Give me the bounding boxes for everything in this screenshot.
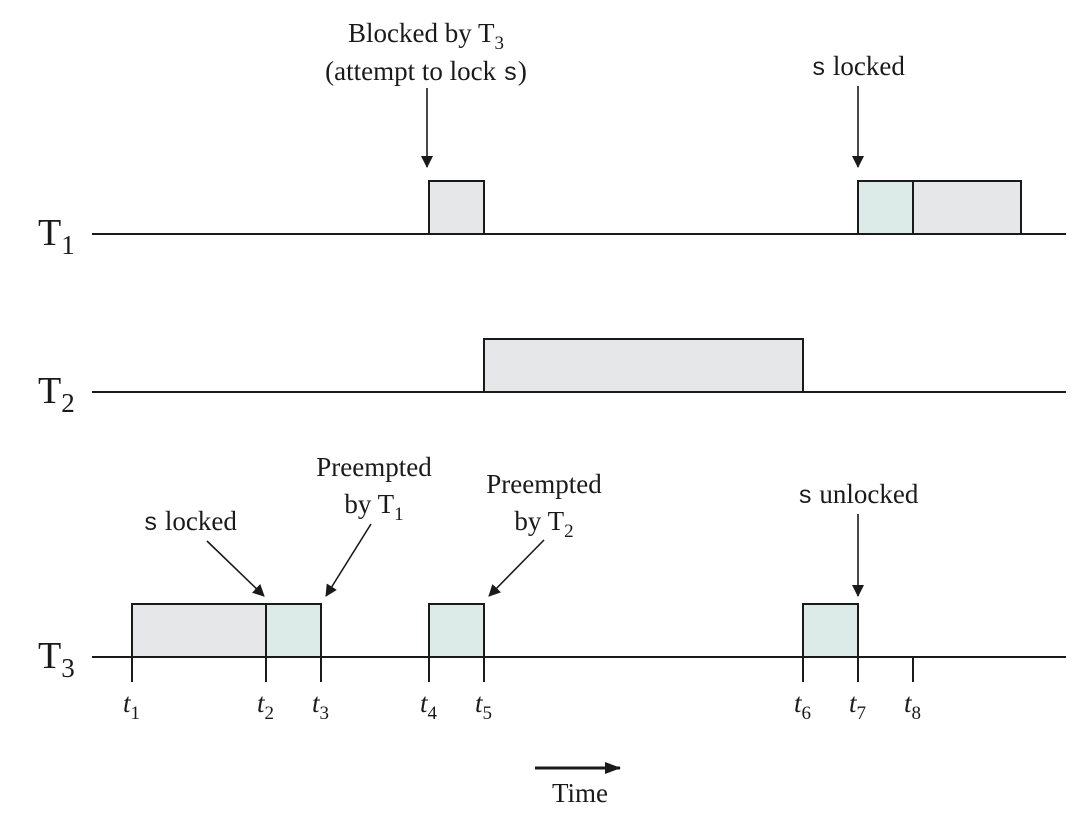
- tick-label-t3: t3: [312, 688, 329, 724]
- t3-s-locked-arrow: [206, 540, 265, 597]
- tick-label-t2: t2: [257, 688, 274, 724]
- preempted-by-t2-line2: by T2: [514, 506, 573, 542]
- t1-normal-segment-t8-end: [912, 180, 1022, 235]
- preempted-by-t1-line1: Preempted: [316, 452, 432, 482]
- execution-segments: [131, 180, 1022, 658]
- task-label-t3: T3: [38, 635, 75, 683]
- t3-critical-segment-t4-t5: [428, 603, 485, 658]
- t1-critical-segment-t7-t8: [857, 180, 914, 235]
- t3-critical-segment-t6-t7: [802, 603, 859, 658]
- blocked-annotation-line2: (attempt to lock s): [325, 56, 527, 88]
- preempted-by-t2-arrow: [488, 539, 545, 597]
- preempted-by-t1-arrow: [325, 523, 372, 597]
- task-label-t1: T1: [38, 212, 75, 260]
- tick-label-t1: t1: [123, 688, 140, 724]
- task-label-t2: T2: [38, 370, 75, 418]
- tick-label-t5: t5: [475, 688, 492, 724]
- preempted-by-t1-line2: by T1: [344, 489, 403, 525]
- t3-normal-segment-t1-t2: [131, 603, 267, 658]
- t3-critical-segment-t2-t3: [265, 603, 322, 658]
- t1-normal-segment-t4-t5: [428, 180, 485, 235]
- tick-label-t6: t6: [794, 688, 811, 724]
- t1-s-locked-annotation: s locked: [811, 51, 905, 83]
- t3-s-locked-annotation: s locked: [143, 506, 237, 538]
- preempted-by-t2-line1: Preempted: [486, 469, 602, 499]
- tick-label-t7: t7: [849, 688, 866, 724]
- s-unlocked-annotation: s unlocked: [798, 479, 919, 511]
- tick-label-t4: t4: [420, 688, 438, 724]
- blocked-annotation-line1: Blocked by T3: [348, 18, 504, 54]
- t2-normal-segment-t5-t6: [483, 338, 804, 393]
- time-label: Time: [552, 778, 608, 808]
- time-ticks: t1 t2 t3 t4 t5 t6 t7 t8: [123, 657, 921, 724]
- tick-label-t8: t8: [904, 688, 921, 724]
